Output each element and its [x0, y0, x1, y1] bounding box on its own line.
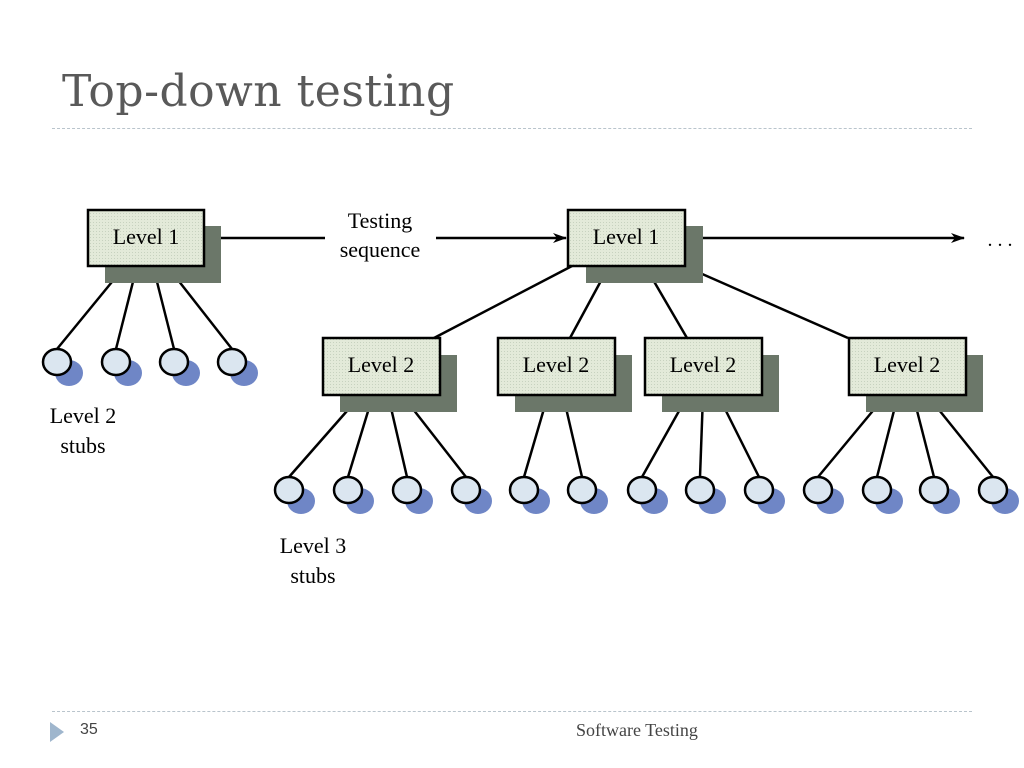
level3-stub — [450, 475, 492, 514]
right-level1-module: Level 1 — [566, 208, 703, 283]
level3-stub — [273, 475, 315, 514]
level2-label-1: Level 2 — [348, 352, 415, 377]
right-level1-label: Level 1 — [593, 224, 660, 249]
level3-stub — [566, 475, 608, 514]
footer-triangle-icon — [50, 722, 64, 742]
level3-stubs-caption-line1: Level 3 — [280, 533, 347, 558]
level2-module-4: Level 2 — [847, 336, 983, 412]
level3-stub — [684, 475, 726, 514]
level2-stub — [100, 347, 142, 386]
level2-stub — [41, 347, 83, 386]
sequence-label-line2: sequence — [340, 237, 421, 262]
level2-stub — [216, 347, 258, 386]
connector-line — [683, 264, 849, 340]
level3-stub — [743, 475, 785, 514]
level2-label-4: Level 2 — [874, 352, 941, 377]
stub-modules — [41, 347, 1019, 514]
level3-stub — [391, 475, 433, 514]
level2-label-2: Level 2 — [523, 352, 590, 377]
level2-stubs-caption-line2: stubs — [60, 433, 105, 458]
connector-line — [433, 264, 573, 340]
left-level1-module: Level 1 — [86, 208, 221, 283]
level3-stubs-caption-line2: stubs — [290, 563, 335, 588]
level3-stub — [977, 475, 1019, 514]
level2-stubs-caption-line1: Level 2 — [50, 403, 117, 428]
level2-stub — [158, 347, 200, 386]
level2-module-3: Level 2 — [643, 336, 779, 412]
footer-divider — [52, 711, 972, 712]
level3-stub — [918, 475, 960, 514]
page-number: 35 — [80, 721, 98, 738]
level2-label-3: Level 2 — [670, 352, 737, 377]
slide-title: Top-down testing — [62, 66, 455, 117]
level3-stub — [332, 475, 374, 514]
footer-title: Software Testing — [576, 720, 698, 740]
sequence-label-line1: Testing — [348, 208, 412, 233]
level3-stub — [802, 475, 844, 514]
level3-stub — [508, 475, 550, 514]
title-divider — [52, 128, 972, 129]
level3-stub — [861, 475, 903, 514]
continuation-ellipsis: . . . — [988, 229, 1013, 251]
left-level1-label: Level 1 — [113, 224, 180, 249]
level3-stub — [626, 475, 668, 514]
level2-module-2: Level 2 — [496, 336, 632, 412]
level2-module-1: Level 2 — [321, 336, 457, 412]
